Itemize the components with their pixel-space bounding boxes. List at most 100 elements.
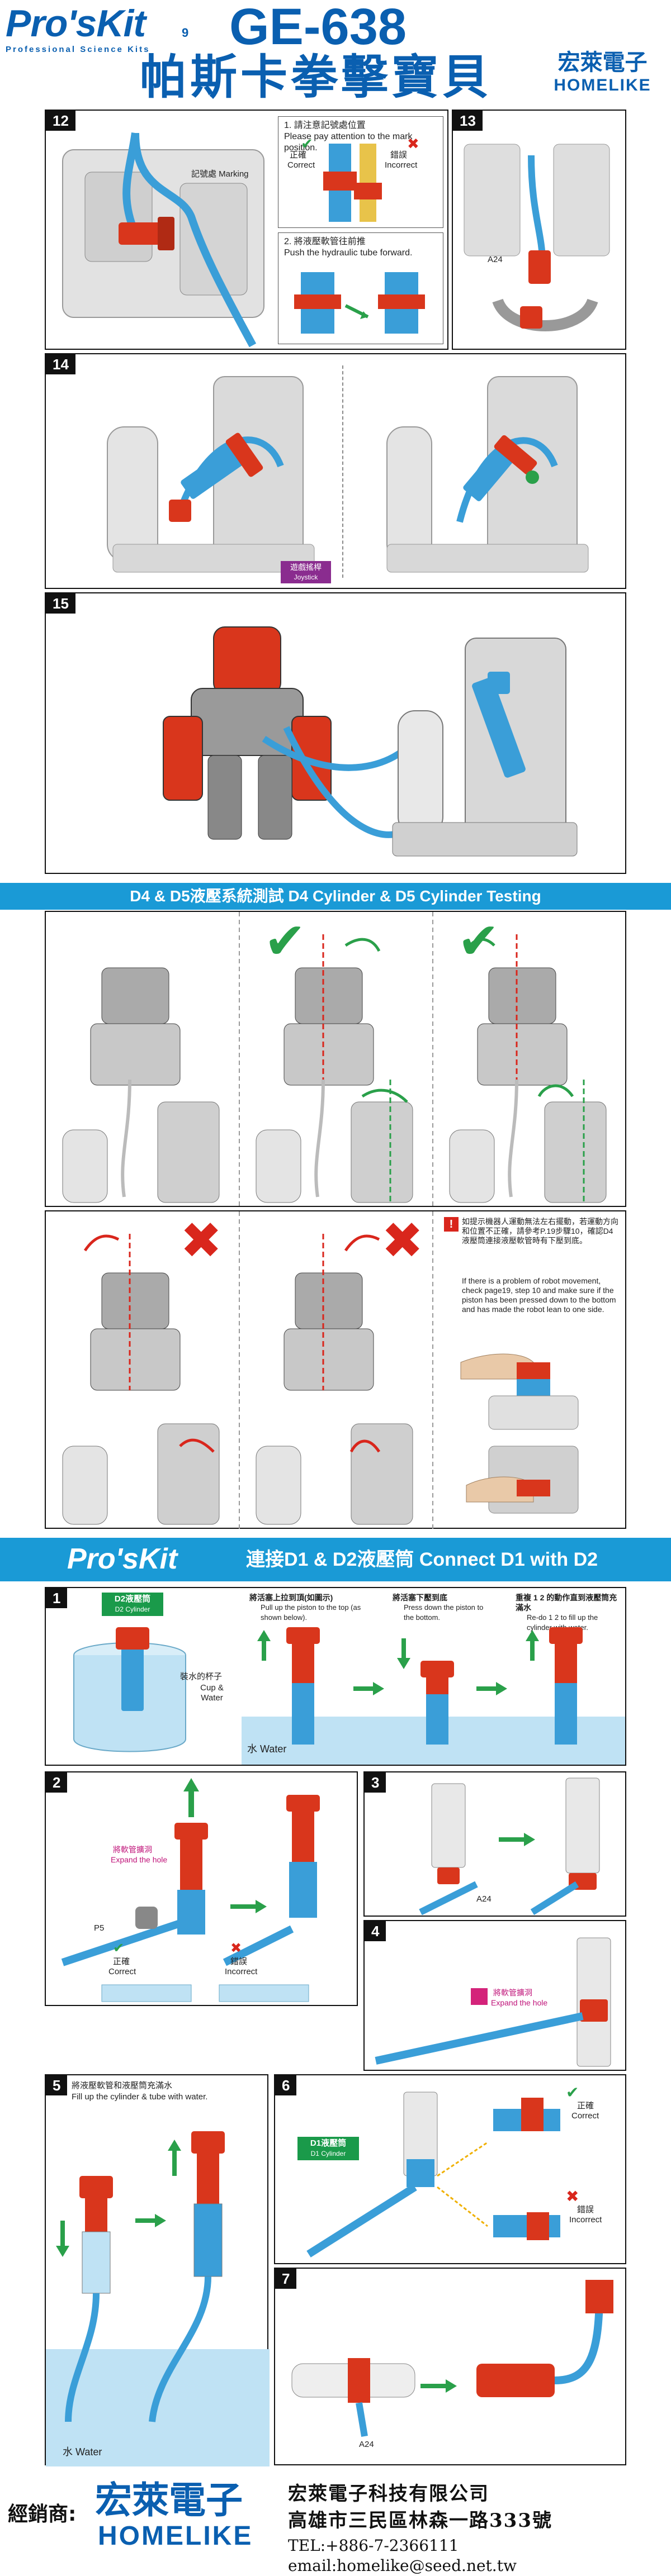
fill-tube-illustration [46,2131,270,2466]
step-number: 2 [46,1772,68,1793]
cup-label-cn: 裝水的杯子 [180,1672,223,1681]
part-label-a24: A24 [359,2440,374,2449]
substep-1-en: Pull up the piston to the top (as shown … [261,1603,361,1622]
connect-step-6-panel: 6 D1液壓筒 D1 Cylinder ✔ 正確 Correct ✖ 錯誤 In… [274,2074,626,2264]
page-header: Pro'sKit 9 Professional Science Kits GE-… [0,0,671,106]
section-title: 連接D1 & D2液壓筒 Connect D1 with D2 [246,1549,598,1570]
warning-icon: ! [444,1217,459,1232]
note-mark-position: 1. 請注意記號處位置 Please pay attention to the … [278,116,443,228]
footer-logo-en: HOMELIKE [98,2521,253,2551]
step-number: 1 [46,1588,68,1608]
page-footer: 經銷商: 宏萊電子 HOMELIKE 宏萊電子科技有限公司 高雄市三民區林森一路… [0,2470,671,2575]
correct-en: Correct [287,160,315,170]
final-connection-illustration [291,2280,613,2437]
robot-base-illustration-right [386,376,589,573]
robot-arm-illustration [62,132,264,348]
robot-joint-illustration [464,144,610,331]
company-name: 宏萊電子科技有限公司 [288,2483,489,2505]
step-number: 5 [46,2075,68,2095]
water-label: 水 Water [63,2446,102,2458]
step-13-panel: 13 A24 [452,110,626,350]
joystick-cn: 遊戲搖桿 [290,563,322,572]
divider [342,365,343,578]
d2-tag-cn: D2液壓筒 [114,1594,151,1604]
check-icon: ✔ [566,2084,579,2101]
step-number: 7 [275,2269,297,2289]
connect-step-1-panel: 1 D2液壓筒 D2 Cylinder 裝水的杯子 Cup & Water 將活… [45,1587,626,1766]
fill-cylinder-sequence: 將活塞上拉到頂(如圖示) Pull up the piston to the t… [242,1588,625,1765]
warning-note: ! 如提示機器人運動無法左右擺動，若運動方向和位置不正確，請參考P.19步驟10… [444,1217,621,1524]
warning-text-en: If there is a problem of robot movement,… [462,1276,616,1314]
piston-sequence-illustration [242,1627,625,1765]
check-icon: ✔ [457,914,500,969]
connect-step-5-panel: 5 將液壓軟管和液壓筒充滿水 Fill up the cylinder & tu… [45,2074,270,2466]
substep-2-en: Press down the piston to the bottom. [404,1603,484,1622]
brand-logo: Pro'sKit [6,3,173,54]
company-contact: TEL:+886-7-2366111 email:homelike@seed.n… [288,2536,517,2575]
expand-hole-illustration [61,1778,320,2002]
step-number: 3 [365,1772,386,1793]
part-label-a24: A24 [476,1894,492,1904]
incorrect-en: Incorrect [225,1967,258,1976]
step-number: 14 [46,354,75,374]
cross-icon: ✖ [381,1213,424,1269]
model-number: GE-638 [229,0,407,55]
connect-step-4-panel: 4 將軟管擴洞 Expand the hole [363,1920,626,2071]
step-number: 6 [275,2075,297,2095]
correct-cn: 正確 [113,1957,130,1966]
footer-logo-cn: 宏萊電子 [95,2479,243,2522]
cross-icon: ✖ [566,2188,579,2205]
connect-d1-illustration [306,2092,560,2257]
note-push-tube: 2. 將液壓軟管往前推 Push the hydraulic tube forw… [278,232,443,344]
part-label-a24: A24 [488,255,503,264]
cup-label-en: Cup & Water [200,1683,224,1703]
cup-water-illustration [73,1627,186,1752]
expand-hole-d1-illustration [375,1937,611,2067]
dealer-title: 經銷商: [8,2503,77,2526]
d2-tag-en: D2 Cylinder [115,1605,150,1613]
substep-1-cn: 將活塞上拉到頂(如圖示) [249,1593,333,1602]
step-number: 4 [365,1921,386,1941]
d4d5-correct-illustration [62,912,607,1208]
step-number: 13 [453,111,483,131]
incorrect-en: Incorrect [385,160,418,170]
correct-en: Correct [571,2111,599,2121]
incorrect-en: Incorrect [569,2215,602,2225]
d4d5-testing-incorrect-panel: ✖ ✖ ! 如提示機器人運動無法左右擺動，若運動方向和位置不正確，請參考P.19… [45,1210,626,1530]
section-header-d4-d5-testing: D4 & D5液壓系統測試 D4 Cylinder & D5 Cylinder … [0,883,671,910]
cross-icon: ✖ [407,135,419,152]
expand-hole-en: Expand the hole [111,1855,168,1864]
joystick-tag: 遊戲搖桿 Joystick [281,561,331,583]
check-icon: ✔ [113,1941,125,1956]
incorrect-cn: 錯誤 [577,2205,594,2214]
dealer-logo-cn: 宏萊電子 [557,50,648,75]
tube-correct-illustration [323,144,357,222]
check-icon: ✔ [301,135,313,152]
fill-note-cn: 將液壓軟管和液壓筒充滿水 [72,2081,173,2090]
check-icon: ✔ [264,914,306,969]
note1-cn: 1. 請注意記號處位置 [284,121,366,130]
correct-en: Correct [108,1967,136,1976]
part-label-p5: P5 [94,1923,105,1933]
brand-name: Pro'sKit [6,2,146,45]
model-name-cn: 帕斯卡拳擊寶貝 [140,50,493,104]
note1-en: Please pay attention to the mark positio… [284,132,413,153]
page-number: 9 [182,26,189,40]
d1-cylinder-tag: D1液壓筒 D1 Cylinder [297,2137,359,2160]
note2-cn: 2. 將液壓軟管往前推 [284,237,366,246]
push-tube-illustration [294,272,425,334]
incorrect-cn: 錯誤 [390,150,408,160]
d1-tag-cn: D1液壓筒 [310,2138,347,2148]
attach-a24-illustration [419,1777,600,1916]
company-address: 高雄市三民區林森一路333號 [288,2510,552,2532]
incorrect-cn: 錯誤 [230,1957,248,1966]
water-label: 水 Water [247,1743,287,1755]
dealer-logo: 宏萊電子 HOMELIKE [540,49,665,105]
substep-2-cn: 將活塞下壓到底 [393,1593,447,1602]
dealer-logo-en: HOMELIKE [554,76,651,94]
marking-label: 記號處 Marking [191,169,249,179]
connect-step-3-panel: 3 A24 [363,1771,626,1917]
section-brand-logo: Pro'sKit [67,1543,178,1575]
step-12-panel: 12 記號處 Marking 1. 請注意記號處位置 Please pay at… [45,110,448,350]
